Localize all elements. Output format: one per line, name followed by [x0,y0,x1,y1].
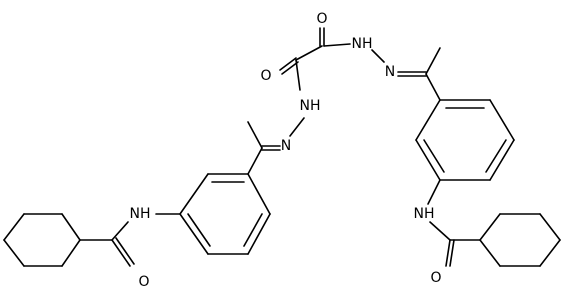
right-hydrazone-arm [371,47,441,101]
atom-label-n-hydrazone-left: N [281,138,291,154]
atom-label-nh-hydrazide-top: NH [352,36,373,52]
left-hydrazone-arm [247,117,305,175]
oxalyl-core [279,27,351,91]
atom-label-o-oxalyl-top: O [316,11,327,27]
atom-label-nh-amide-right: NH [414,206,435,222]
atom-label-n-hydrazone-top: N [385,64,395,80]
left-benzene-ring [155,173,271,255]
atom-label-o-amide-right: O [430,270,441,286]
atom-labels: O O NH N NH N NH NH O O [130,11,442,290]
right-benzene-ring [415,99,515,205]
atom-label-o-amide-left: O [138,274,149,290]
left-amide-cyclohexyl [3,213,135,267]
atom-label-o-oxalyl-bottom: O [260,68,271,84]
right-amide-cyclohexyl [429,213,561,267]
atom-label-nh-amide-left: NH [130,206,151,222]
atom-label-nh-hydrazide-left: NH [300,98,321,114]
